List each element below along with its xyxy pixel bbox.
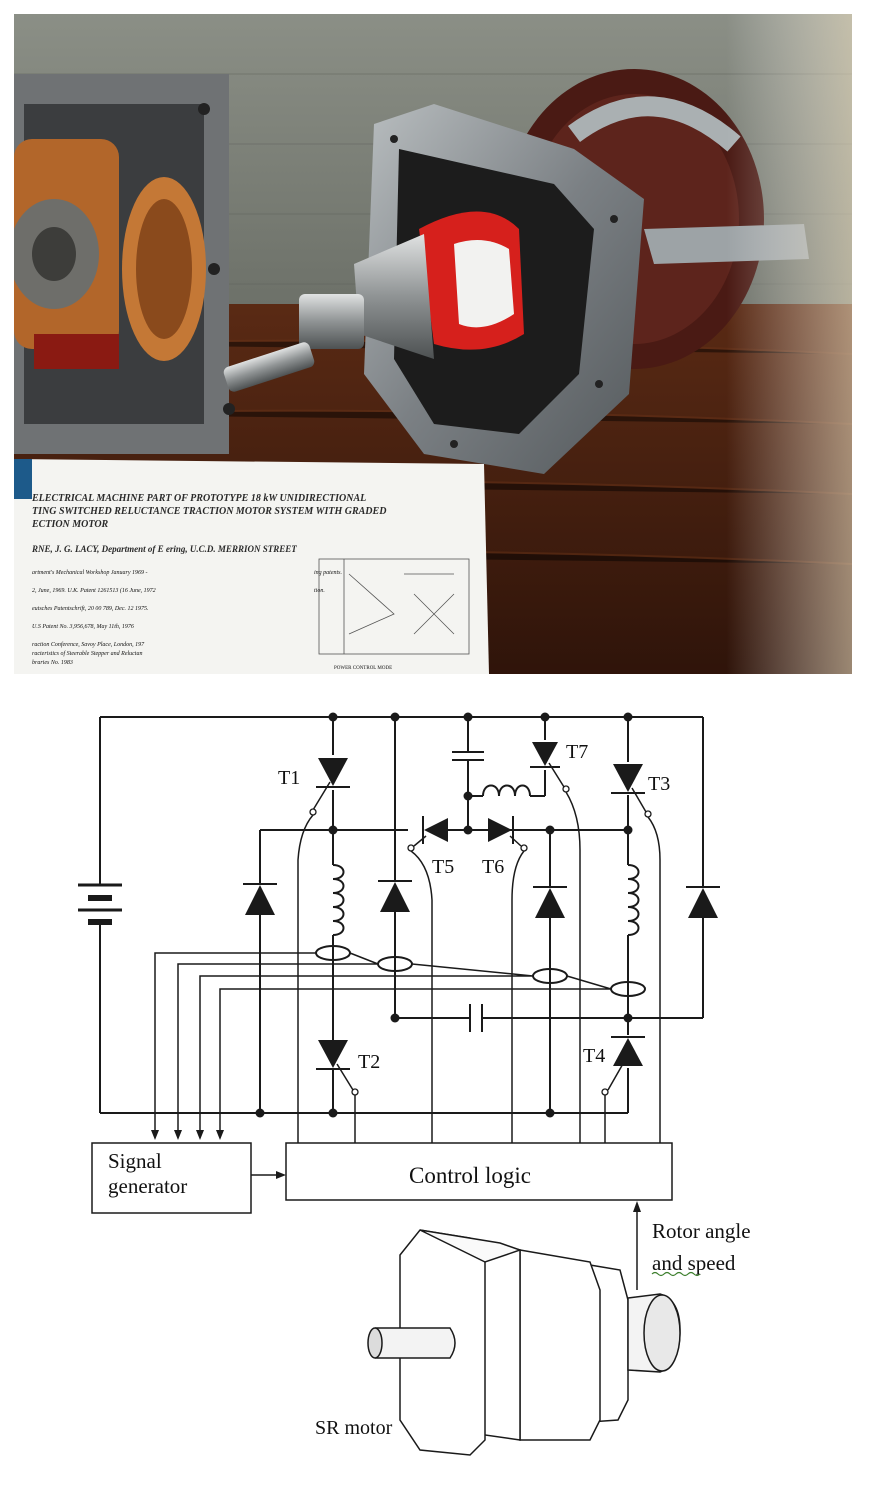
inductor-commutation <box>482 784 531 797</box>
junction-dots <box>255 712 633 1118</box>
circuit-wiring <box>99 716 704 1114</box>
sr-motor-label: SR motor <box>315 1417 393 1439</box>
spellcheck-underline <box>651 1271 701 1277</box>
signal-arrow <box>251 1171 286 1179</box>
caption-note: 2, June, 1969. U.K. Patent 1261513 (16 J… <box>32 587 156 594</box>
caption-note: ing patents. <box>314 570 342 576</box>
thyristor-t6 <box>468 816 528 852</box>
diode-d1 <box>243 883 277 915</box>
capacitor-top <box>452 751 484 761</box>
card-mini-schematic <box>318 558 470 655</box>
label-t7: T7 <box>566 741 588 763</box>
signal-generator-label-2: generator <box>108 1174 187 1198</box>
diode-d2 <box>378 880 412 912</box>
thyristor-t3 <box>611 764 652 818</box>
caption-note: racteristics of Steerable Stepper and Re… <box>32 650 142 657</box>
control-logic-label: Control logic <box>409 1163 531 1188</box>
battery-symbol <box>78 883 122 925</box>
caption-note: artment's Mechanical Workshop January 19… <box>32 570 148 576</box>
caption-line-2: TING SWITCHED RELUCTANCE TRACTION MOTOR … <box>32 506 386 517</box>
caption-note: eutsches Patentschrift, 20 00 789, Dec. … <box>32 605 148 612</box>
phase-winding-2 <box>627 864 640 936</box>
label-t4: T4 <box>583 1045 605 1067</box>
signal-generator-label-1: Signal <box>108 1149 162 1173</box>
thyristor-t2 <box>316 1040 359 1096</box>
card-schematic-caption: POWER CONTROL MODE <box>334 666 392 671</box>
label-t3: T3 <box>648 773 670 795</box>
control-logic-box: Control logic <box>285 1142 673 1201</box>
thyristor-t1 <box>309 758 350 816</box>
label-t2: T2 <box>358 1051 380 1073</box>
diode-d3 <box>533 886 567 918</box>
caption-line-1: ELECTRICAL MACHINE PART OF PROTOTYPE 18 … <box>31 493 366 504</box>
thyristor-t4 <box>601 1036 645 1096</box>
thyristor-t7 <box>530 742 570 793</box>
caption-note: U.S Patent No. 3,956,678, May 11th, 1976 <box>32 624 134 630</box>
gate-lines <box>297 791 661 1143</box>
caption-note: tion. <box>314 588 325 594</box>
caption-line-3: ECTION MOTOR <box>31 519 109 530</box>
label-t5: T5 <box>432 856 454 878</box>
sensor-signal-lines <box>154 952 612 1133</box>
museum-photo: ELECTRICAL MACHINE PART OF PROTOTYPE 18 … <box>14 14 852 674</box>
capacitor-bottom <box>469 1004 483 1032</box>
caption-note: braries No. 1983 <box>32 660 73 666</box>
sr-motor-drawing <box>367 1229 681 1456</box>
sensor-arrowheads <box>151 1130 224 1140</box>
label-t6: T6 <box>482 856 504 878</box>
thyristor-t5 <box>407 816 468 852</box>
converter-schematic: T1 T2 T3 T4 T5 T6 T7 Signal generator Co… <box>0 690 870 1486</box>
signal-generator-box: Signal generator <box>91 1142 252 1214</box>
caption-note: raction Conference, Savoy Place, London,… <box>32 641 145 648</box>
diode-d4 <box>686 886 720 918</box>
rotor-feedback-arrow <box>633 1201 641 1290</box>
label-t1: T1 <box>278 767 300 789</box>
phase-winding-1 <box>332 864 345 936</box>
caption-card: ELECTRICAL MACHINE PART OF PROTOTYPE 18 … <box>31 493 470 671</box>
rotor-label-2: and speed <box>652 1251 736 1275</box>
rotor-label-1: Rotor angle <box>652 1219 751 1243</box>
caption-author: RNE, J. G. LACY, Department of E ering, … <box>31 544 297 554</box>
